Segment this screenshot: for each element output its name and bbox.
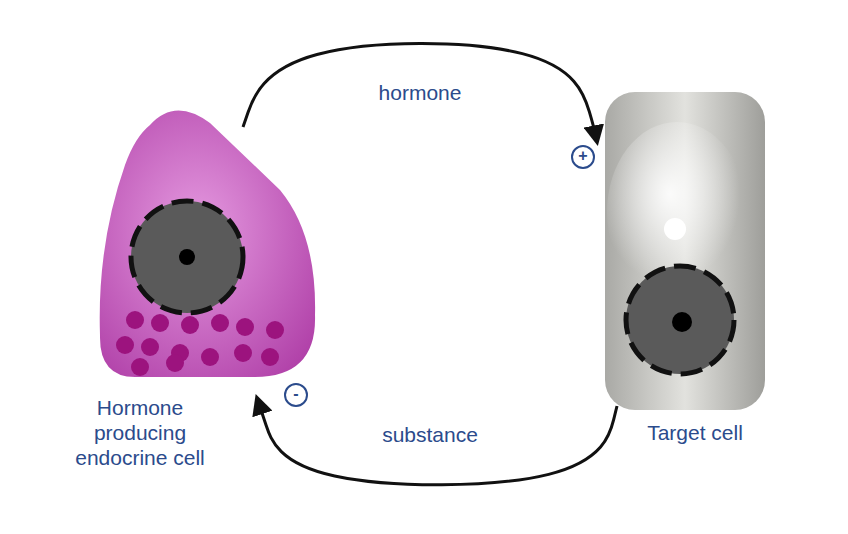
secretory-granule	[234, 344, 252, 362]
secretory-granule	[266, 321, 284, 339]
edge-label: substance	[340, 422, 520, 447]
plus-circle	[572, 146, 594, 168]
cell-label: Target cell	[610, 420, 780, 445]
secretory-granule	[141, 338, 159, 356]
target-cell: Target cell	[605, 92, 765, 410]
cell-outline	[95, 95, 317, 380]
secretory-granule	[236, 318, 254, 336]
feedback-arrow	[243, 44, 597, 142]
edge-label: hormone	[330, 80, 510, 105]
plus-sign: +	[573, 147, 593, 165]
secretory-granule	[131, 358, 149, 376]
secretory-granule	[151, 314, 169, 332]
secretory-granule	[116, 336, 134, 354]
nucleus	[626, 266, 734, 374]
secretory-granule	[201, 348, 219, 366]
secretory-granule	[126, 311, 144, 329]
nucleus	[131, 201, 243, 313]
minus-circle	[285, 384, 307, 406]
cell-label: Hormone producing endocrine cell	[50, 395, 230, 470]
cell-body	[605, 92, 765, 410]
secretory-granule	[211, 314, 229, 332]
minus-sign: -	[286, 385, 306, 403]
nucleolus	[179, 249, 195, 265]
cell-body	[100, 110, 315, 377]
vesicle	[664, 218, 686, 240]
feedback-arrow	[257, 398, 617, 485]
secretory-granule	[261, 348, 279, 366]
secretory-granule	[166, 354, 184, 372]
nucleolus	[672, 312, 692, 332]
secretory-granule	[181, 316, 199, 334]
cell-outline	[605, 92, 765, 410]
endocrine-cell: Hormone producing endocrine cell	[95, 95, 317, 380]
